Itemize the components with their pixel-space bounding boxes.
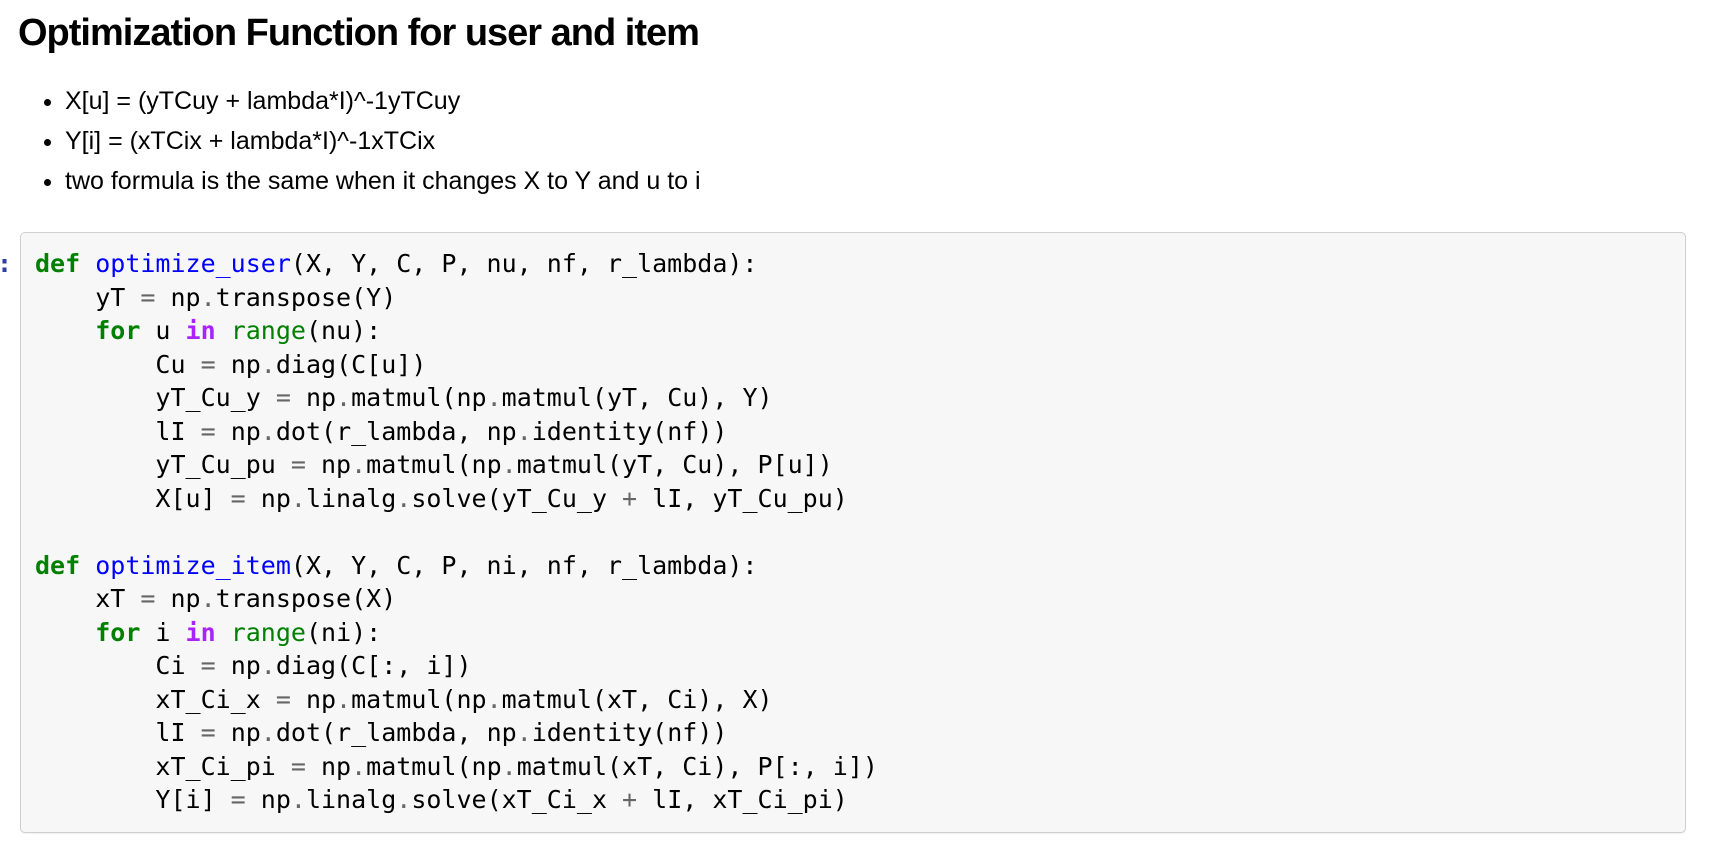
code-line: Ci = np.diag(C[:, i])	[35, 651, 472, 680]
list-item: two formula is the same when it changes …	[65, 161, 1318, 201]
code-line: yT_Cu_y = np.matmul(np.matmul(yT, Cu), Y…	[35, 383, 773, 412]
markdown-cell: Optimization Function for user and item …	[18, 12, 1318, 201]
code-line: def optimize_user(X, Y, C, P, nu, nf, r_…	[35, 249, 758, 278]
code-line: yT_Cu_pu = np.matmul(np.matmul(yT, Cu), …	[35, 450, 833, 479]
code-line: xT = np.transpose(X)	[35, 584, 397, 613]
code-line: yT = np.transpose(Y)	[35, 282, 397, 312]
list-item: Y[i] = (xTCix + lambda*I)^-1xTCix	[65, 121, 1318, 161]
code-line: lI = np.dot(r_lambda, np.identity(nf))	[35, 416, 728, 446]
code-line: xT_Ci_x = np.matmul(np.matmul(xT, Ci), X…	[35, 684, 773, 714]
page-title: Optimization Function for user and item	[18, 12, 700, 54]
input-prompt-fragment: :	[0, 247, 12, 281]
code-line	[35, 515, 1671, 549]
list-item: X[u] = (yTCuy + lambda*I)^-1yTCuy	[65, 81, 1318, 121]
code-content: def optimize_user(X, Y, C, P, nu, nf, r_…	[35, 247, 1671, 817]
code-line: xT_Ci_pi = np.matmul(np.matmul(xT, Ci), …	[35, 751, 878, 781]
code-line: X[u] = np.linalg.solve(yT_Cu_y + lI, yT_…	[35, 483, 848, 513]
code-line: Y[i] = np.linalg.solve(xT_Ci_x + lI, xT_…	[35, 785, 848, 814]
bullet-list: X[u] = (yTCuy + lambda*I)^-1yTCuy Y[i] =…	[18, 81, 1318, 201]
code-line: Cu = np.diag(C[u])	[35, 349, 427, 379]
code-line: lI = np.dot(r_lambda, np.identity(nf))	[35, 718, 728, 747]
code-line: for i in range(ni):	[95, 617, 382, 647]
code-line: for u in range(nu):	[95, 316, 382, 345]
code-line: def optimize_item(X, Y, C, P, ni, nf, r_…	[35, 550, 758, 580]
code-cell[interactable]: def optimize_user(X, Y, C, P, nu, nf, r_…	[20, 232, 1686, 833]
